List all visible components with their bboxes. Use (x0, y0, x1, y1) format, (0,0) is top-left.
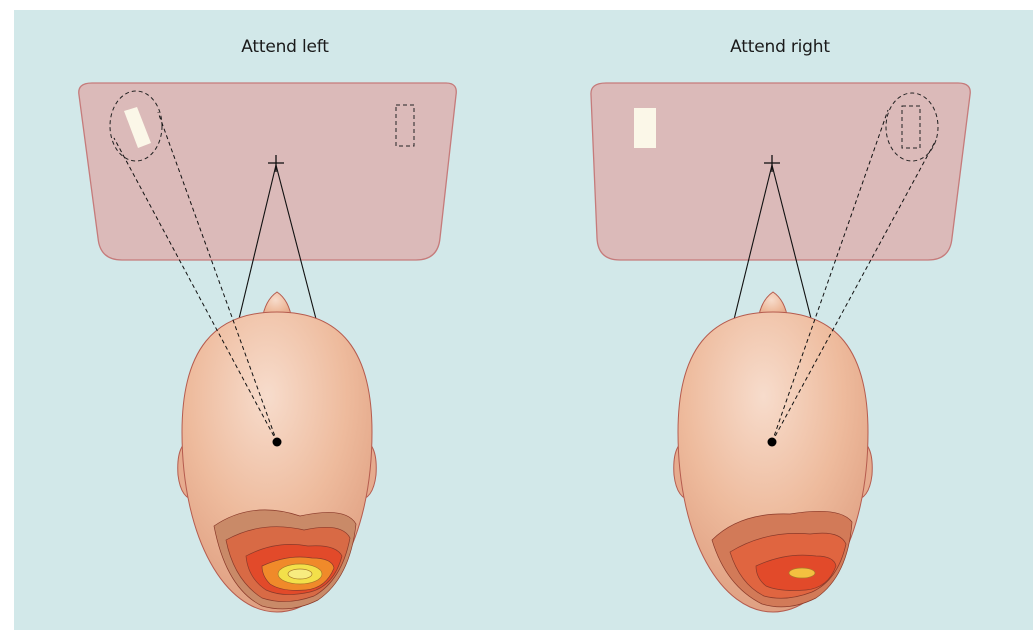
fixation-point-left (273, 438, 282, 447)
fixation-point-right (768, 438, 777, 447)
panel-attend-right (591, 83, 970, 612)
panel-attend-left (79, 83, 457, 612)
attended-stimulus-right-left-position (634, 108, 656, 148)
